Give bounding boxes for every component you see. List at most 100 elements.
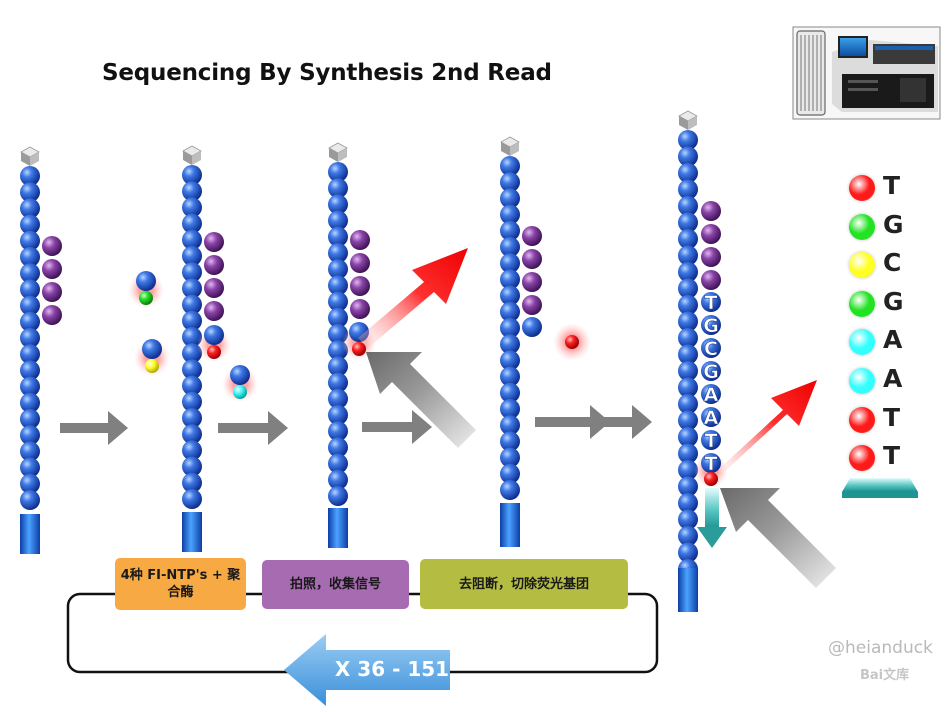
template-bead — [678, 179, 698, 200]
template-bead — [678, 460, 698, 480]
cycle-step-cleavage: 去阻断，切除荧光基团 — [420, 559, 628, 609]
template-bead — [678, 146, 698, 167]
template-bead — [678, 311, 698, 332]
read-base-label: T — [883, 441, 901, 471]
template-bead — [328, 307, 348, 328]
cleaved-fluorophore — [553, 323, 591, 361]
read-base-label: G — [883, 209, 904, 239]
template-bead — [182, 294, 202, 315]
cycle-step-imaging-label: 拍照，收集信号 — [289, 577, 381, 592]
template-bead — [678, 130, 698, 150]
anchor-cap — [678, 110, 698, 130]
template-bead — [500, 253, 520, 274]
template-bead — [20, 263, 40, 284]
read-color-dot — [849, 290, 875, 317]
template-bead — [20, 344, 40, 365]
template-bead — [20, 279, 40, 300]
template-bead — [328, 210, 348, 231]
template-bead — [182, 440, 202, 461]
template-bead — [20, 490, 40, 510]
fluorophore-bead — [233, 385, 247, 399]
template-bead — [678, 493, 698, 513]
template-bead — [20, 166, 40, 186]
template-bead — [328, 226, 348, 247]
read-base-label: T — [883, 171, 901, 200]
template-bead — [678, 278, 698, 299]
read-color-dot — [849, 329, 875, 356]
template-bead — [328, 388, 348, 409]
template-bead — [328, 405, 348, 425]
template-bead — [20, 198, 40, 219]
anchor-cap — [500, 136, 520, 156]
template-bead — [500, 382, 520, 403]
read-base-label: T — [883, 402, 901, 432]
template-bead — [678, 229, 698, 249]
primer-bead — [522, 272, 542, 292]
template-bead — [500, 220, 520, 241]
primer-bead — [42, 259, 62, 279]
template-bead — [182, 213, 202, 234]
primer-bead — [522, 295, 542, 315]
primer-bead — [42, 305, 62, 325]
primer-bead — [42, 236, 62, 256]
template-bead — [678, 212, 698, 233]
teal-down-arrow-strand — [697, 488, 727, 548]
strand-base-stem — [182, 512, 202, 552]
template-bead — [182, 229, 202, 250]
template-bead — [182, 456, 202, 477]
fluorophore-bead — [145, 359, 159, 373]
read-base-letter: T — [705, 430, 718, 452]
primer-bead — [350, 253, 370, 273]
read-color-dot — [849, 368, 875, 394]
primer-bead — [701, 270, 721, 290]
primer-bead — [42, 282, 62, 302]
template-bead — [20, 328, 40, 348]
teal-down-arrow-legend — [842, 478, 918, 498]
incorporated-bead — [522, 317, 542, 337]
template-bead — [500, 188, 520, 209]
template-bead — [182, 197, 202, 218]
template-bead — [500, 447, 520, 468]
fluorophore-bead — [139, 291, 153, 305]
template-bead — [500, 334, 520, 355]
template-bead — [182, 262, 202, 283]
template-bead — [328, 259, 348, 280]
template-bead — [500, 463, 520, 484]
page-title: Sequencing By Synthesis 2nd Read — [102, 60, 552, 86]
read-base-letter: A — [704, 384, 719, 406]
template-bead — [20, 311, 40, 332]
template-bead — [500, 301, 520, 322]
step-arrow-1 — [60, 411, 128, 445]
template-bead — [500, 366, 520, 387]
anchor-cap — [20, 146, 40, 166]
strand-panel-3 — [328, 142, 376, 548]
read-base-letter: G — [703, 361, 719, 383]
fluorophore-bead — [207, 345, 221, 359]
emission-arrow-panel-3 — [358, 248, 468, 348]
template-bead — [182, 408, 202, 428]
template-bead — [678, 427, 698, 447]
read-color-dot — [849, 406, 875, 433]
template-bead — [678, 196, 698, 216]
free-nucleotides — [128, 271, 258, 402]
read-base-bead — [701, 292, 721, 312]
template-bead — [182, 391, 202, 412]
watermark-brand: Bai文库 — [860, 668, 910, 683]
template-bead — [678, 163, 698, 183]
read-base-letter: T — [705, 453, 718, 475]
template-bead — [500, 480, 520, 500]
template-bead — [328, 275, 348, 296]
nucleotide-bead — [136, 271, 156, 291]
template-bead — [20, 409, 40, 429]
labelled-nucleotide — [134, 339, 170, 376]
template-bead — [20, 214, 40, 235]
read-base-bead — [701, 407, 721, 427]
template-bead — [20, 182, 40, 203]
read-color-dot — [849, 213, 875, 240]
template-bead — [328, 194, 348, 215]
template-bead — [20, 360, 40, 381]
template-bead — [328, 178, 348, 199]
emission-arrow-panel-5 — [718, 380, 817, 474]
template-bead — [20, 457, 40, 478]
template-bead — [328, 486, 348, 506]
